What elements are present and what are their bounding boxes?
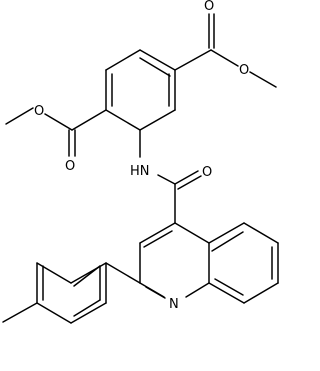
ester2-carbonyl-oxygen: O bbox=[65, 159, 75, 174]
chemical-structure-diagram: O O O O HN O N bbox=[2, 0, 279, 324]
ester2-ether-oxygen: O bbox=[34, 104, 44, 119]
amide-carbonyl-oxygen: O bbox=[202, 165, 212, 180]
amide-nh-label: HN bbox=[130, 164, 150, 179]
quinoline-benzo-ring bbox=[208, 222, 279, 304]
quinoline-pyridine-ring bbox=[139, 222, 210, 299]
amide-linker bbox=[139, 129, 202, 224]
benzene-ring bbox=[105, 49, 176, 131]
ester1-carbonyl-oxygen: O bbox=[204, 0, 214, 14]
ester1-ether-oxygen: O bbox=[239, 63, 249, 78]
ester-left bbox=[5, 107, 107, 157]
tolyl-ring bbox=[2, 262, 141, 324]
ester-top-right bbox=[174, 13, 277, 88]
quinoline-nitrogen: N bbox=[169, 297, 179, 312]
